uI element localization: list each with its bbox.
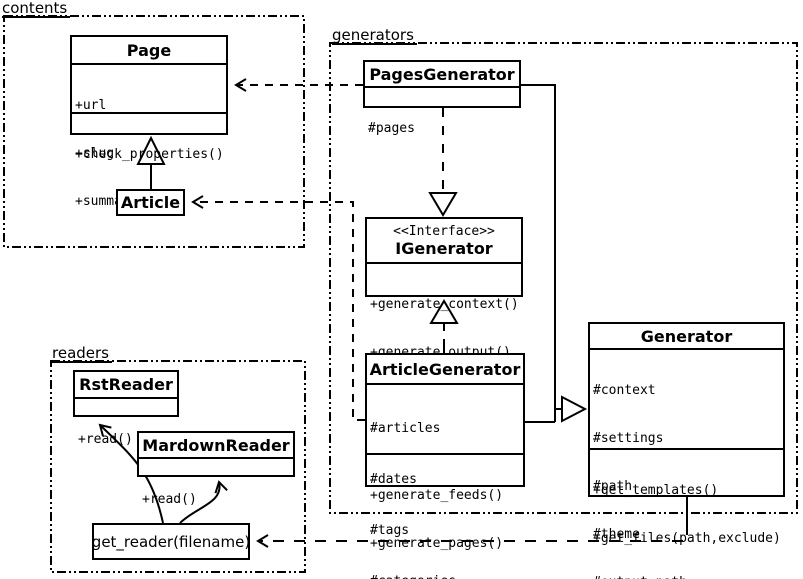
class-generator-methods: +get_templates() +get_files(path,exclude… xyxy=(590,450,783,579)
attr-row: +url xyxy=(75,98,107,113)
attr-row: #path xyxy=(593,479,633,494)
attr-row: #context xyxy=(593,383,656,398)
realization-triangle-igenerator-bottom xyxy=(429,299,459,324)
edge-generators-extend-generator xyxy=(521,84,562,423)
class-rstreader-title: RstReader xyxy=(75,372,177,399)
class-mardownreader: MardownReader +read() xyxy=(137,431,295,507)
class-page-methods: +check_properties() xyxy=(72,114,226,196)
package-label-contents: contents xyxy=(2,1,71,18)
attr-row: #tags xyxy=(370,523,410,538)
method-row: +generate_pages() xyxy=(370,536,504,551)
class-articlegenerator-attributes: #articles #dates #tags #categories xyxy=(367,385,523,579)
method-row: +generate_context() xyxy=(370,297,519,312)
realization-triangle-igenerator-top xyxy=(428,192,458,217)
method-row: +generate_feeds() xyxy=(370,488,504,503)
package-label-generators: generators xyxy=(332,28,417,45)
edge-articlegenerator-uses-article xyxy=(191,195,365,421)
method-row: +read() xyxy=(142,492,197,507)
class-mardownreader-methods: +read() xyxy=(139,459,293,541)
class-igenerator: <<Interface>> IGenerator +generate_conte… xyxy=(365,217,523,360)
attr-row: #articles xyxy=(370,421,441,436)
package-generators-border xyxy=(329,42,798,514)
class-article: Article xyxy=(116,189,185,216)
node-getreader-label: get_reader(filename) xyxy=(91,532,251,551)
attr-row: +slug xyxy=(75,146,115,161)
class-page-title: Page xyxy=(72,37,226,65)
class-articlegenerator-title: ArticleGenerator xyxy=(367,355,523,385)
class-articlegenerator: ArticleGenerator #articles #dates #tags … xyxy=(365,353,525,579)
attr-row: #categories xyxy=(370,573,520,579)
edge-getreader-to-mardownreader xyxy=(179,480,228,524)
class-page-attributes: +url +slug +summary xyxy=(72,65,226,209)
class-pagesgenerator: PagesGenerator #pages xyxy=(363,60,521,136)
class-igenerator-name: IGenerator xyxy=(395,238,493,258)
method-row: +get_files(path,exclude) xyxy=(593,531,781,546)
class-igenerator-title: <<Interface>> IGenerator xyxy=(367,219,521,264)
class-generator: Generator #context #settings #path #them… xyxy=(588,322,785,579)
class-articlegenerator-methods: +generate_feeds() +generate_pages() xyxy=(367,455,523,579)
method-row: +check_properties() xyxy=(75,147,224,162)
class-generator-title: Generator xyxy=(590,324,783,350)
package-label-readers: readers xyxy=(52,346,112,363)
method-row: +read() xyxy=(78,432,133,447)
class-page: Page +url +slug +summary +check_properti… xyxy=(70,35,228,209)
attr-row: #settings xyxy=(593,431,664,446)
class-article-title: Article xyxy=(120,193,181,212)
class-pagesgenerator-attributes: #pages xyxy=(365,88,519,170)
attr-row: #pages xyxy=(368,121,415,136)
stereotype-interface: <<Interface>> xyxy=(393,223,495,239)
attr-row: #dates xyxy=(370,472,417,487)
class-pagesgenerator-title: PagesGenerator xyxy=(365,62,519,88)
package-readers-border xyxy=(50,360,306,573)
class-generator-attributes: #context #settings #path #theme #output_… xyxy=(590,350,783,579)
class-rstreader: RstReader +read() xyxy=(73,370,179,447)
class-rstreader-methods: +read() xyxy=(75,399,177,481)
attr-row: #theme xyxy=(593,527,640,542)
node-getreader: get_reader(filename) xyxy=(92,523,250,560)
method-row: +get_templates() xyxy=(593,483,719,498)
inheritance-triangle-page xyxy=(136,135,166,165)
edge-generator-uses-getreader xyxy=(256,524,688,548)
class-mardownreader-title: MardownReader xyxy=(139,433,293,459)
attr-row: #output_path xyxy=(593,575,780,579)
package-contents-border xyxy=(3,15,305,248)
inheritance-triangle-generator xyxy=(561,395,588,423)
